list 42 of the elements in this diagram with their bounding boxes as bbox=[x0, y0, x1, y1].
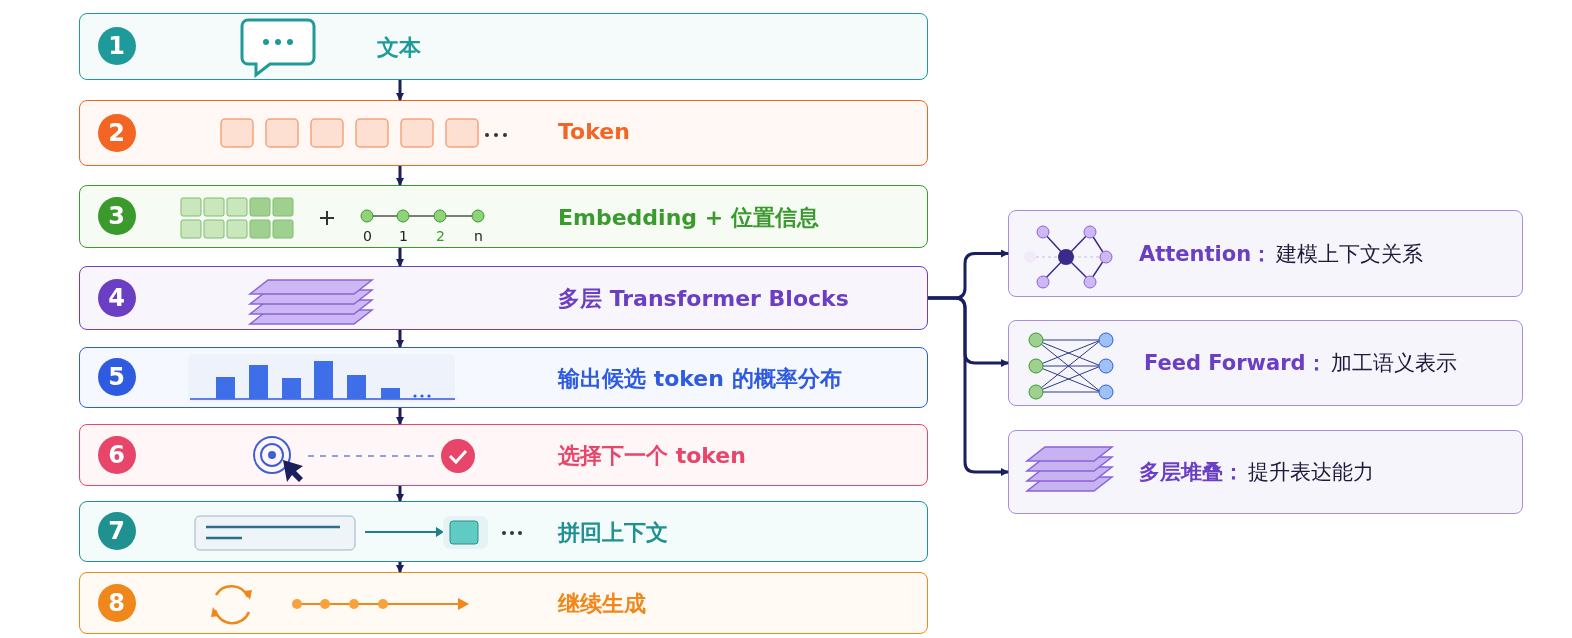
step-box bbox=[79, 185, 928, 248]
step-number-circle: 7 bbox=[97, 512, 136, 550]
step-box bbox=[79, 424, 928, 486]
step-label: Embedding + 位置信息 bbox=[558, 203, 819, 232]
step-number-circle: 5 bbox=[97, 358, 136, 396]
position-index: n bbox=[474, 228, 483, 244]
arrow bbox=[928, 296, 1009, 476]
detail-heading: Attention： bbox=[1139, 240, 1273, 268]
arrow bbox=[396, 248, 404, 267]
step-number-circle: 1 bbox=[97, 27, 136, 65]
arrow bbox=[396, 408, 404, 425]
step-number-circle: 4 bbox=[97, 278, 136, 317]
step-number-circle: 8 bbox=[97, 583, 136, 622]
detail-text: 加工语义表示 bbox=[1330, 350, 1457, 377]
position-index: 0 bbox=[363, 228, 372, 244]
step-label: 选择下一个 token bbox=[558, 442, 746, 470]
step-box bbox=[79, 266, 928, 330]
step-label: 输出候选 token 的概率分布 bbox=[558, 364, 842, 393]
step-label: 多层 Transformer Blocks bbox=[558, 285, 849, 313]
arrow bbox=[396, 330, 404, 348]
arrow bbox=[396, 80, 404, 101]
detail-heading: 多层堆叠： bbox=[1139, 459, 1244, 486]
detail-box bbox=[1008, 210, 1523, 297]
arrow bbox=[396, 562, 404, 573]
position-index: 1 bbox=[399, 228, 408, 244]
step-box bbox=[79, 572, 928, 634]
step-number-circle: 6 bbox=[97, 435, 136, 474]
step-number-circle: 3 bbox=[97, 197, 136, 235]
step-label: 拼回上下文 bbox=[558, 518, 668, 547]
step-number-circle: 2 bbox=[97, 113, 136, 152]
detail-box bbox=[1008, 430, 1523, 514]
detail-text: 建模上下文关系 bbox=[1276, 240, 1424, 268]
arrow bbox=[396, 486, 404, 502]
step-label: 文本 bbox=[377, 33, 421, 62]
step-box bbox=[79, 13, 928, 80]
detail-heading: Feed Forward： bbox=[1144, 350, 1327, 377]
detail-text: 提升表达能力 bbox=[1248, 459, 1374, 486]
step-label: Token bbox=[558, 119, 630, 144]
detail-box bbox=[1008, 320, 1523, 406]
position-index: 2 bbox=[436, 228, 445, 244]
step-label: 继续生成 bbox=[558, 590, 646, 618]
arrow bbox=[396, 166, 404, 186]
